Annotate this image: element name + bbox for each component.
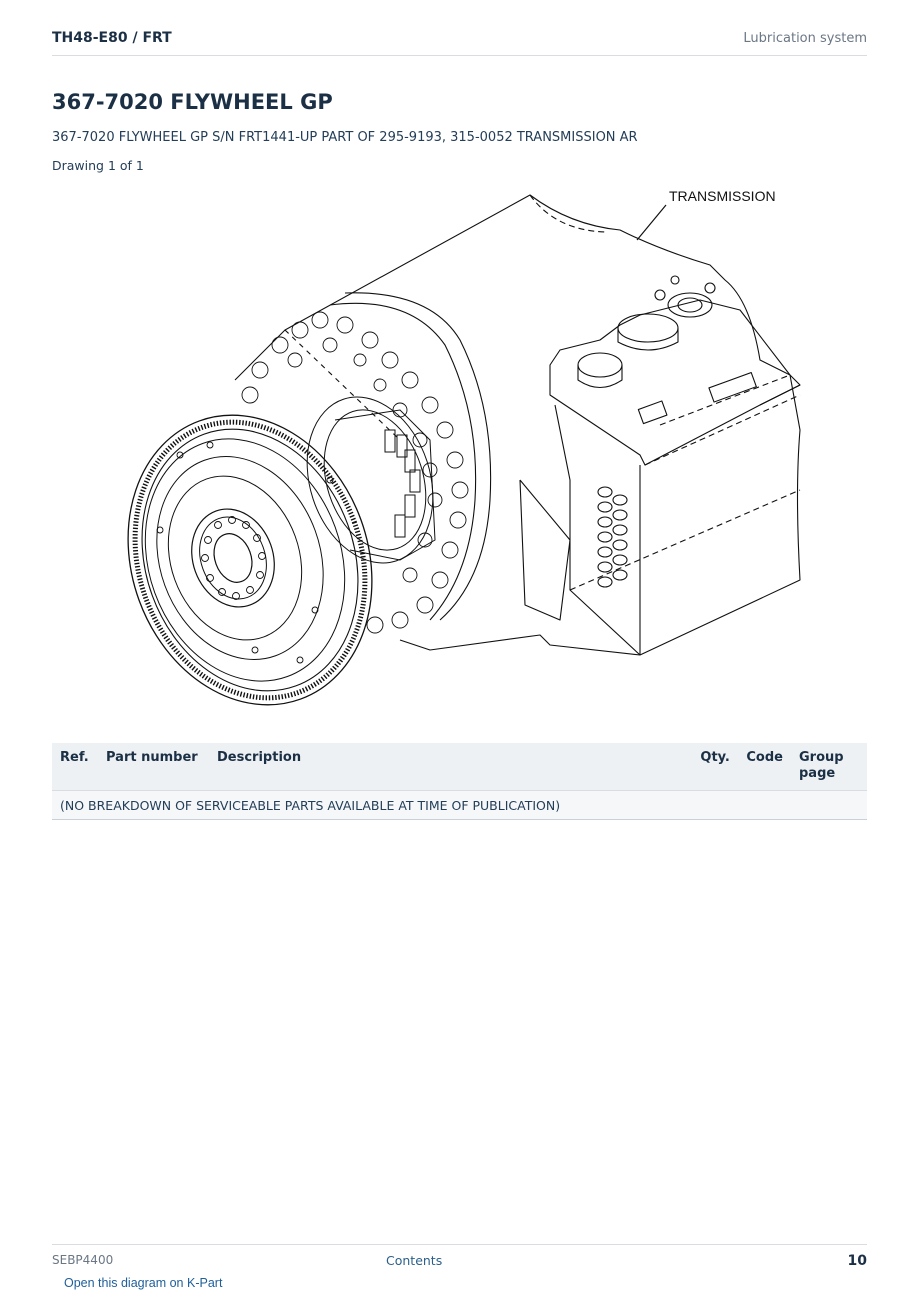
parts-table-header-row: Ref. Part number Description Qty. Code G… xyxy=(52,743,867,791)
flywheel xyxy=(127,414,373,706)
col-code: Code xyxy=(738,743,791,791)
callout-leader xyxy=(636,204,667,241)
clutch-pack xyxy=(306,396,436,564)
page-footer: SEBP4400 Contents 10 xyxy=(52,1244,867,1275)
callout-transmission-label: TRANSMISSION xyxy=(669,188,776,204)
housing-bolt-pattern xyxy=(241,311,469,634)
contents-link[interactable]: Contents xyxy=(386,1253,443,1268)
drawing-count-label: Drawing 1 of 1 xyxy=(52,158,144,173)
col-qty: Qty. xyxy=(692,743,739,791)
page-subtitle: 367-7020 FLYWHEEL GP S/N FRT1441-UP PART… xyxy=(52,130,638,145)
flywheel-transmission-diagram: TRANSMISSION xyxy=(127,188,801,706)
col-part-number: Part number xyxy=(98,743,209,791)
col-group-page: Group page xyxy=(791,743,867,791)
parts-table: Ref. Part number Description Qty. Code G… xyxy=(52,743,867,820)
hub-bolt-holes xyxy=(201,516,266,600)
page-title: 367-7020 FLYWHEEL GP xyxy=(52,90,333,114)
transmission-housing xyxy=(234,194,801,656)
page-header: TH48-E80 / FRT Lubrication system xyxy=(52,28,867,56)
col-description: Description xyxy=(209,743,693,791)
page-number: 10 xyxy=(847,1253,867,1269)
no-breakdown-note: (NO BREAKDOWN OF SERVICEABLE PARTS AVAIL… xyxy=(52,790,867,820)
col-ref: Ref. xyxy=(52,743,98,791)
section-label: Lubrication system xyxy=(743,31,867,46)
bolt-row xyxy=(597,486,628,588)
open-kpart-link[interactable]: Open this diagram on K-Part xyxy=(64,1276,223,1290)
outer-bolt-holes xyxy=(156,441,334,664)
table-row: (NO BREAKDOWN OF SERVICEABLE PARTS AVAIL… xyxy=(52,790,867,820)
document-id: SEBP4400 xyxy=(52,1253,114,1267)
model-label: TH48-E80 / FRT xyxy=(52,30,172,46)
